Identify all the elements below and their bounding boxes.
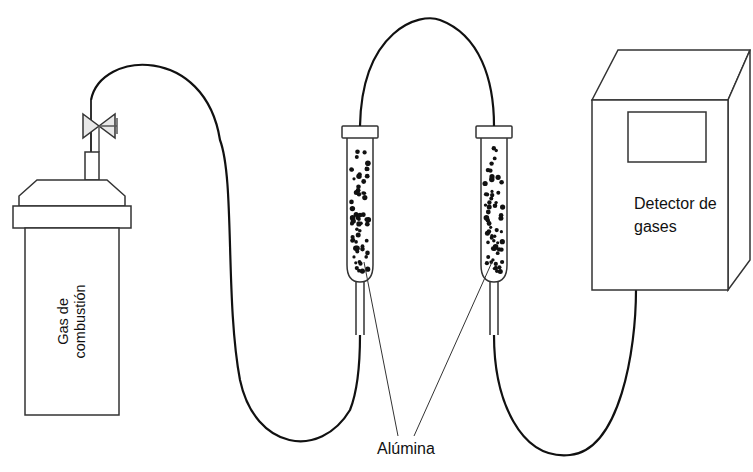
gas-cylinder: Gas de combustión <box>13 100 131 416</box>
detector-label: Detector de gases <box>634 192 722 238</box>
gas-hose <box>91 18 636 455</box>
cylinder-label: Gas de combustión <box>55 266 90 376</box>
test-tube <box>476 126 512 335</box>
alumina-granules <box>349 146 505 274</box>
leader-lines <box>364 262 492 436</box>
shape-outline <box>13 100 131 416</box>
gas-detector: Detector de gases <box>592 100 728 290</box>
material-label: Alúmina <box>375 440 437 458</box>
